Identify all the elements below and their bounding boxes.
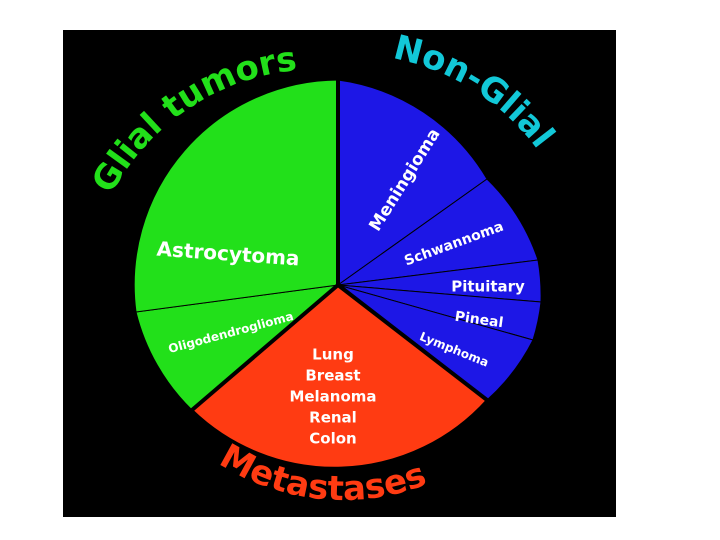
metastasis-item: Renal xyxy=(309,409,357,427)
pituitary-label: Pituitary xyxy=(451,278,525,296)
meningioma-wedge xyxy=(337,79,488,286)
metastasis-item: Lung xyxy=(312,346,354,364)
divider-right xyxy=(336,283,489,402)
astrocytoma-wedge xyxy=(133,79,339,313)
metastases-wedge xyxy=(190,283,489,469)
divider-left xyxy=(190,283,340,412)
metastasis-item: Breast xyxy=(305,367,360,385)
metastases-list: Lung Breast Melanoma Renal Colon xyxy=(289,346,376,448)
pineal-label: Pineal xyxy=(454,309,505,332)
schwannoma-wedge xyxy=(337,178,539,286)
oligodendroglioma-wedge xyxy=(135,284,340,411)
metastasis-item: Colon xyxy=(309,430,356,448)
metastasis-item: Melanoma xyxy=(289,388,376,406)
